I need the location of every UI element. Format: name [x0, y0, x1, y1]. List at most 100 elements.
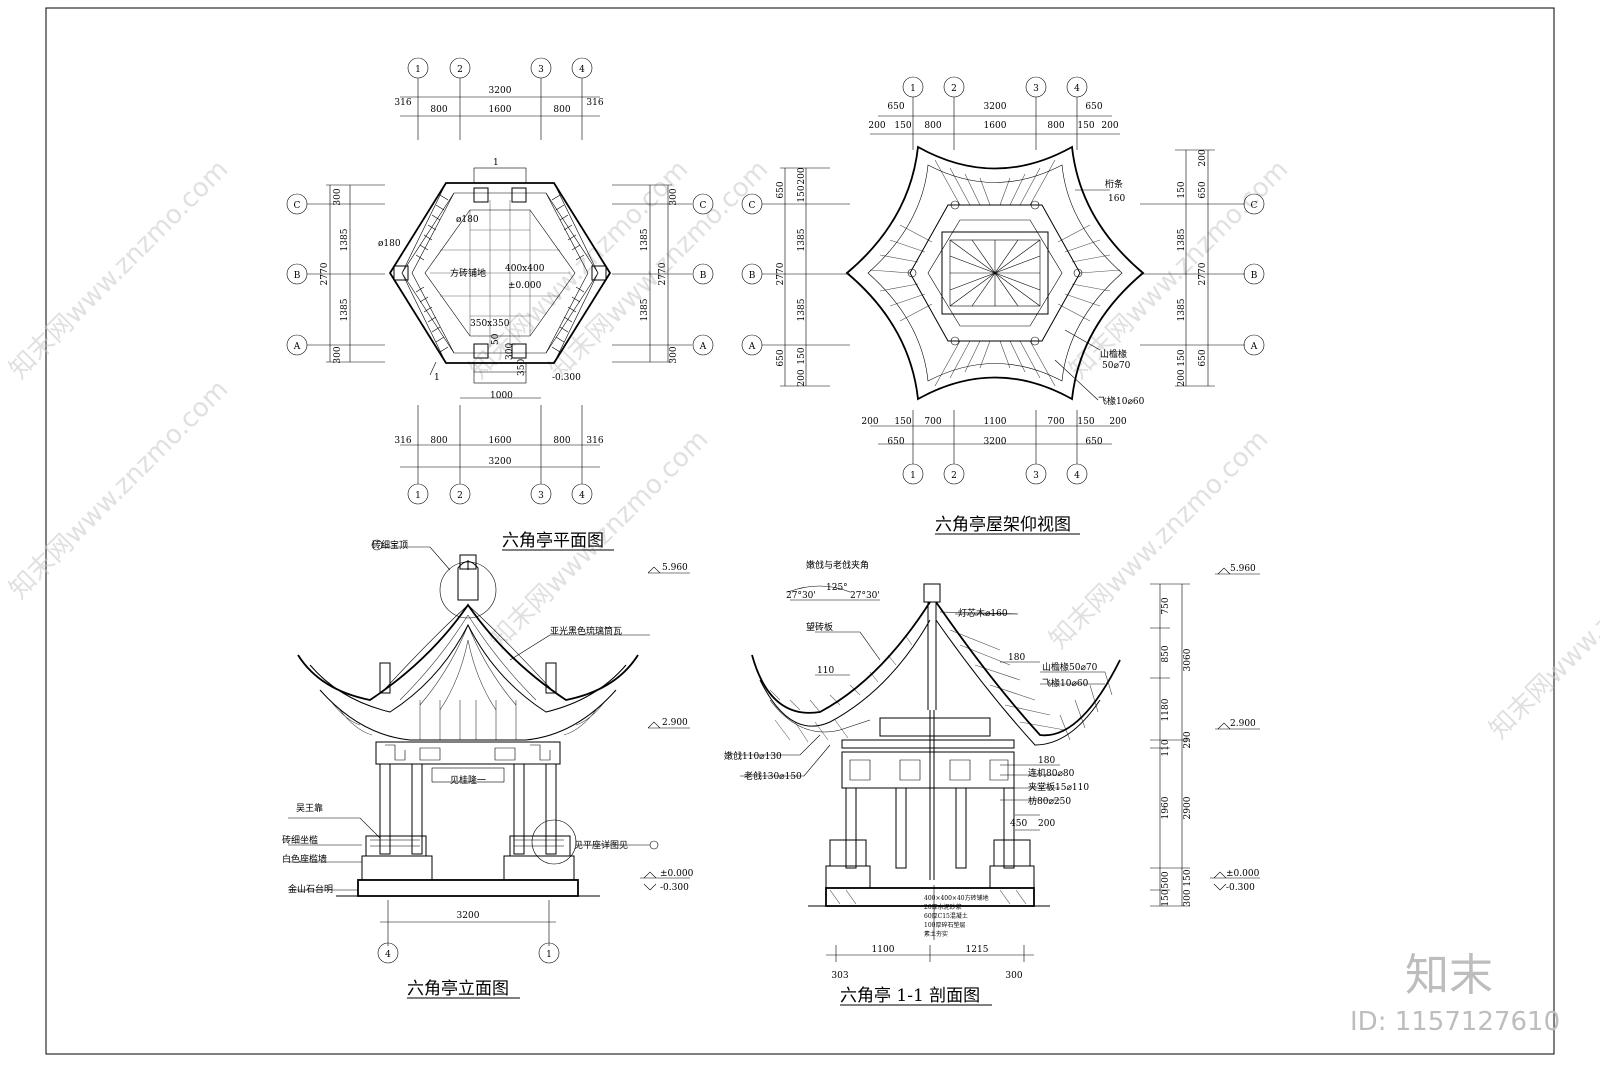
svg-text:1385: 1385	[640, 298, 650, 321]
svg-text:B: B	[294, 271, 301, 281]
section-angle-title: 嫩戗与老戗夹角	[806, 559, 869, 571]
svg-text:150: 150	[1177, 181, 1187, 198]
elev-label-wall: 白色座槛墙	[282, 853, 327, 865]
section-level-1: 5.960	[1230, 564, 1256, 574]
section-dim-d6: 500	[1161, 871, 1171, 888]
section-angle-1: 27°30'	[786, 591, 816, 601]
svg-text:4: 4	[1074, 471, 1080, 481]
svg-text:200: 200	[1198, 149, 1208, 166]
plan-section-mark-bottom: 1	[434, 373, 440, 383]
roof-label-purlin: 桁条	[1105, 178, 1123, 190]
plan-section-mark-top: 1	[493, 158, 499, 168]
svg-text:1600: 1600	[984, 121, 1007, 131]
svg-text:150: 150	[1077, 121, 1094, 131]
section-dim-b4: 300	[1005, 971, 1022, 981]
svg-text:150: 150	[1077, 417, 1094, 427]
svg-text:A: A	[748, 342, 756, 352]
section-note-4: 100厚碎石垫层	[924, 921, 965, 929]
elev-label-top: 砖细宝顶	[372, 539, 408, 551]
roof-axes-top: 1 2 3 4 650 3200 650 200 150 800 1600 80…	[868, 76, 1120, 150]
roof-axes-right: 200 650 150 1385 1385 150 650 200 2770 C…	[1140, 149, 1265, 387]
svg-text:200: 200	[1101, 121, 1118, 131]
section-dim-d3: 1180	[1161, 698, 1171, 721]
section-note-1: 400×400×40方砖铺地	[924, 894, 989, 902]
svg-text:1385: 1385	[340, 298, 350, 321]
section-dim-d7: 150	[1161, 889, 1171, 906]
plan-axes-bottom: 316 800 1600 800 316 3200 1 2 3 4	[394, 405, 604, 505]
svg-text:300: 300	[333, 188, 343, 205]
section-dim-d2: 850	[1161, 645, 1171, 662]
plan-base-size: 350x350	[470, 319, 510, 329]
svg-text:650: 650	[887, 437, 904, 447]
svg-text:650: 650	[776, 181, 786, 198]
svg-text:B: B	[749, 271, 756, 281]
svg-text:1385: 1385	[1177, 298, 1187, 321]
svg-text:1385: 1385	[797, 228, 807, 251]
roof-label-rafter: 山檐椽	[1100, 348, 1127, 360]
section-dim-d12: 300	[1183, 889, 1193, 906]
svg-text:A: A	[293, 342, 301, 352]
svg-text:650: 650	[776, 349, 786, 366]
svg-text:4: 4	[579, 491, 585, 501]
svg-text:200: 200	[1109, 417, 1126, 427]
svg-text:150: 150	[1177, 349, 1187, 366]
brand-logo: 知末	[1405, 950, 1493, 1001]
svg-text:200: 200	[797, 369, 807, 386]
svg-text:650: 650	[1198, 181, 1208, 198]
roof-star	[845, 145, 1145, 401]
elev-label-detail: 见平座详图见	[574, 839, 628, 851]
plan-elevation: ±0.000	[508, 281, 542, 291]
svg-text:800: 800	[1047, 121, 1064, 131]
svg-text:2: 2	[457, 491, 463, 501]
svg-text:B: B	[1251, 271, 1258, 281]
svg-text:150: 150	[797, 185, 807, 202]
section-dim-d4: 110	[1161, 739, 1171, 756]
roof-axes-bottom: 200 150 700 1100 700 150 200 650 3200 65…	[861, 410, 1127, 485]
section-dim-d10: 290	[1183, 731, 1193, 748]
section-note-5: 素土夯实	[924, 930, 948, 938]
svg-text:800: 800	[924, 121, 941, 131]
plan-hexagon	[388, 167, 612, 399]
svg-text:C: C	[294, 201, 301, 211]
svg-text:3: 3	[1033, 471, 1039, 481]
section-label-l9: 180	[1038, 756, 1055, 766]
svg-text:3: 3	[1033, 84, 1039, 94]
svg-text:1: 1	[910, 471, 916, 481]
svg-text:316: 316	[394, 98, 411, 108]
section-note-3: 60厚C15混凝土	[924, 912, 968, 920]
section-label-l6: 飞椽10⌀60	[1042, 677, 1089, 689]
svg-text:300: 300	[333, 346, 343, 363]
svg-text:4: 4	[1074, 84, 1080, 94]
roof-plan-view: 1 2 3 4 650 3 200 650 200 150 800 1600 80…	[741, 76, 1265, 535]
svg-text:1385: 1385	[640, 228, 650, 251]
section-label-l10: 连机80⌀80	[1028, 767, 1075, 779]
section-dim-b1: 1100	[872, 945, 895, 955]
svg-text:C: C	[700, 201, 707, 211]
svg-text:800: 800	[430, 105, 447, 115]
svg-text:200: 200	[797, 167, 807, 184]
elevation-view: 3200 4 1 砖细宝顶 亚光黑色琉璃筒瓦 见桂隆一 吴王靠 砖细坐槛 白色座…	[282, 539, 694, 999]
svg-text:3200: 3200	[489, 457, 512, 467]
elev-level-2: 2.900	[662, 718, 688, 728]
section-label-l3: 灯芯木⌀160	[958, 607, 1008, 619]
section-dim-d8: 3060	[1183, 648, 1193, 671]
section-dim-d5: 1960	[1161, 796, 1171, 819]
svg-text:3: 3	[538, 65, 544, 75]
elev-label-base: 金山石台明	[288, 883, 333, 895]
id-label: ID: 1157127610	[1350, 1007, 1560, 1037]
svg-text:800: 800	[430, 436, 447, 446]
svg-text:2: 2	[951, 471, 957, 481]
plan-outer-elevation: -0.300	[552, 373, 581, 383]
elev-label-tile: 亚光黑色琉璃筒瓦	[550, 625, 622, 637]
section-label-l7: 嫩戗110⌀130	[724, 750, 782, 762]
section-label-l5: 山檐椽50⌀70	[1042, 661, 1098, 673]
svg-text:1385: 1385	[797, 298, 807, 321]
sheet-border	[45, 7, 1555, 1055]
plan-dim-s2: 300	[505, 343, 515, 360]
elev-title: 六角亭立面图	[407, 979, 509, 999]
svg-text:A: A	[1250, 342, 1258, 352]
svg-text:316: 316	[394, 436, 411, 446]
plan-dim-s1: 50	[491, 333, 501, 345]
svg-text:700: 700	[924, 417, 941, 427]
